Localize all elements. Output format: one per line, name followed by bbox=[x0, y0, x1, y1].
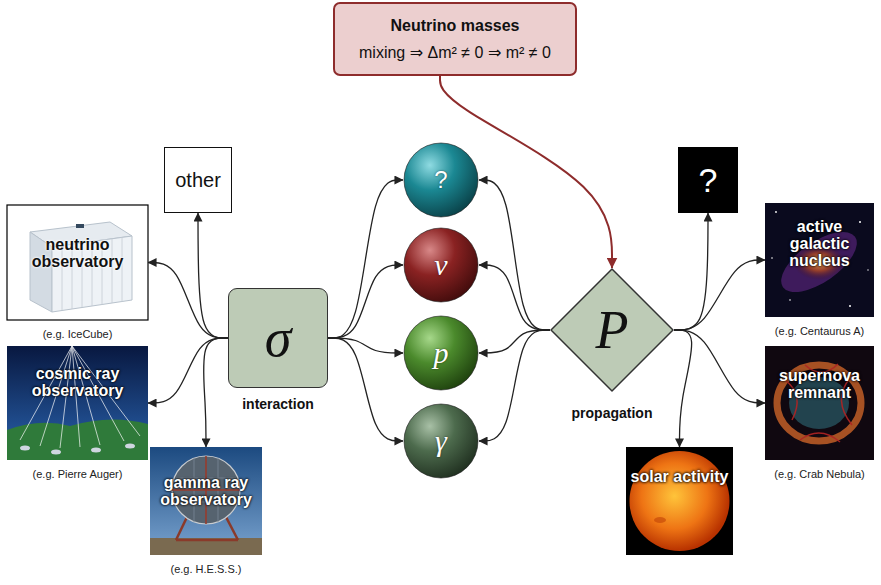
picture-label: active galactic nucleus bbox=[768, 219, 871, 269]
galaxy-picture-part-part bbox=[867, 269, 868, 270]
operator-symbol: σ bbox=[229, 311, 327, 365]
picture-label: neutrino observatory bbox=[10, 237, 145, 271]
picture-box: solar activity bbox=[626, 447, 733, 555]
caption: (e.g. IceCube) bbox=[0, 328, 178, 340]
diamond-fill bbox=[551, 269, 673, 391]
particle-sphere: ν bbox=[403, 227, 479, 303]
cosmic-ray-picture-part bbox=[20, 444, 135, 455]
connector-arrow bbox=[328, 338, 403, 353]
operator-box: σinteraction bbox=[228, 288, 328, 388]
gamma-ray-picture-part bbox=[150, 538, 262, 555]
picture-box: active galactic nucleus(e.g. Centaurus A… bbox=[765, 203, 874, 317]
box-label: ? bbox=[678, 161, 738, 200]
connector-arrow bbox=[674, 260, 765, 330]
sphere-fill bbox=[404, 316, 478, 390]
particle-symbol: ν bbox=[403, 250, 479, 280]
particle-sphere: ? bbox=[403, 142, 479, 218]
caption: (e.g. H.E.S.S.) bbox=[120, 563, 292, 575]
picture-box: neutrino observatory(e.g. IceCube) bbox=[7, 205, 148, 320]
gamma-ray-picture bbox=[150, 447, 262, 555]
connector-arrow bbox=[328, 265, 403, 338]
connector-arrow bbox=[674, 330, 692, 447]
connector-arrow bbox=[148, 338, 228, 403]
decision-diamond: Ppropagation bbox=[550, 268, 674, 392]
sun-picture-part bbox=[630, 451, 730, 551]
picture-label: solar activity bbox=[629, 469, 730, 486]
picture-label: supernova remnant bbox=[768, 368, 871, 402]
particle-symbol: ? bbox=[403, 168, 479, 192]
caption: (e.g. Pierre Auger) bbox=[0, 468, 178, 480]
callout-box: Neutrino masses mixing ⇒ Δm² ≠ 0 ⇒ m² ≠ 0 bbox=[333, 2, 577, 76]
process-box: other bbox=[164, 147, 232, 213]
cosmic-ray-picture-part-part bbox=[51, 450, 61, 455]
cosmic-ray-picture-part bbox=[7, 346, 148, 460]
cosmic-ray-picture-part-part bbox=[91, 448, 101, 453]
galaxy-picture-part-part bbox=[849, 305, 851, 307]
note-body: mixing ⇒ Δm² ≠ 0 ⇒ m² ≠ 0 bbox=[343, 43, 567, 62]
operator-label: interaction bbox=[199, 396, 357, 412]
caption: (e.g. Centaurus A) bbox=[735, 325, 881, 337]
connector-arrow bbox=[204, 338, 228, 447]
picture-label: cosmic ray observatory bbox=[10, 366, 145, 400]
nebula-picture-part bbox=[765, 346, 874, 460]
cosmic-ray-picture-part-part bbox=[125, 444, 135, 449]
sphere-fill bbox=[404, 143, 478, 217]
connector-arrow bbox=[479, 330, 550, 441]
icecube-picture-part bbox=[7, 205, 148, 320]
cosmic-ray-picture-part-part bbox=[20, 446, 30, 451]
unknown-box: ? bbox=[678, 147, 738, 213]
cosmic-ray-picture bbox=[7, 346, 148, 460]
particle-symbol: p bbox=[403, 338, 479, 368]
nebula-picture-part-part bbox=[800, 433, 840, 442]
gamma-ray-picture-part bbox=[150, 447, 262, 555]
connector-arrow bbox=[198, 213, 228, 338]
particle-sphere: p bbox=[403, 315, 479, 391]
sun-picture-part-part bbox=[654, 517, 666, 523]
box-label: other bbox=[165, 169, 231, 192]
operator-symbol: P bbox=[550, 303, 674, 357]
particle-sphere: γ bbox=[403, 403, 479, 479]
sun-picture-part bbox=[626, 447, 733, 555]
galaxy-picture-part-part bbox=[789, 299, 791, 301]
caption: (e.g. Crab Nebula) bbox=[735, 468, 881, 480]
connector-arrow bbox=[479, 330, 550, 353]
galaxy-picture-part-part bbox=[771, 257, 773, 259]
connector-arrow bbox=[674, 330, 765, 403]
sphere-fill bbox=[404, 404, 478, 478]
galaxy-picture-part bbox=[765, 203, 874, 317]
connector-arrow bbox=[328, 180, 403, 338]
operator-label: propagation bbox=[520, 405, 704, 421]
icecube-picture-part bbox=[76, 224, 84, 228]
galaxy-picture-part-part bbox=[859, 221, 861, 223]
connector-arrow bbox=[479, 180, 550, 330]
picture-box: cosmic ray observatory(e.g. Pierre Auger… bbox=[7, 346, 148, 460]
sun-picture bbox=[626, 447, 733, 555]
picture-box: gamma ray observatory(e.g. H.E.S.S.) bbox=[150, 447, 262, 555]
icecube-picture-part-part bbox=[112, 239, 113, 303]
connector-arrow bbox=[479, 265, 550, 330]
galaxy-picture-part-part bbox=[775, 211, 777, 213]
connector-arrow bbox=[674, 213, 708, 330]
gamma-ray-picture-part-part bbox=[176, 539, 238, 542]
nebula-picture bbox=[765, 346, 874, 460]
connector-group bbox=[148, 76, 765, 447]
picture-label: gamma ray observatory bbox=[153, 475, 259, 509]
sphere-fill bbox=[404, 228, 478, 302]
connector-arrow bbox=[148, 263, 228, 339]
particle-symbol: γ bbox=[403, 426, 479, 456]
icecube-picture bbox=[7, 205, 148, 320]
connector-arrow bbox=[328, 338, 403, 441]
note-heading: Neutrino masses bbox=[343, 17, 567, 35]
picture-box: supernova remnant(e.g. Crab Nebula) bbox=[765, 346, 874, 460]
galaxy-picture bbox=[765, 203, 874, 317]
